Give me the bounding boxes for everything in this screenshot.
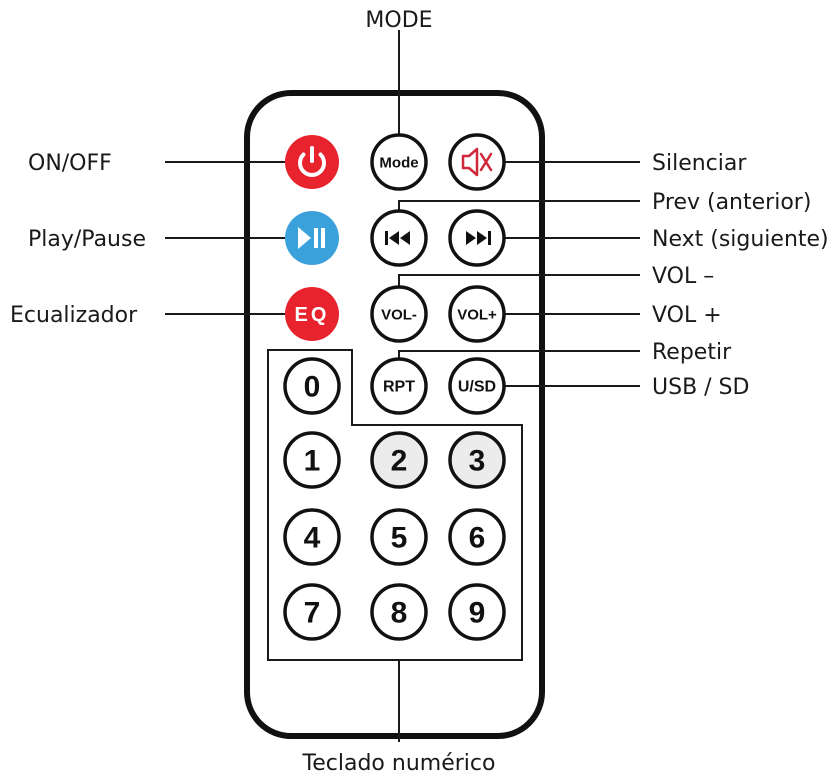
usb-sd-button[interactable]: U/SD <box>448 357 506 415</box>
key-9-label: 9 <box>469 597 486 630</box>
key-5[interactable]: 5 <box>370 508 428 566</box>
key-3[interactable]: 3 <box>448 431 506 489</box>
label-prev: Prev (anterior) <box>652 190 811 215</box>
vol-minus-button-label: VOL- <box>381 307 417 324</box>
key-2[interactable]: 2 <box>370 431 428 489</box>
play-pause-button[interactable] <box>285 211 339 265</box>
eq-button[interactable]: EQ <box>285 287 339 341</box>
key-2-label: 2 <box>391 445 408 478</box>
key-4-label: 4 <box>304 522 321 555</box>
key-3-label: 3 <box>469 445 486 478</box>
label-mode: MODE <box>365 8 432 33</box>
key-6-label: 6 <box>469 522 486 555</box>
next-track-button[interactable] <box>448 209 506 267</box>
repeat-button[interactable]: RPT <box>370 357 428 415</box>
prev-track-icon <box>385 231 410 245</box>
play-pause-icon <box>298 227 325 249</box>
key-6[interactable]: 6 <box>448 508 506 566</box>
prev-track-button[interactable] <box>370 209 428 267</box>
key-7[interactable]: 7 <box>283 583 341 641</box>
mute-button[interactable] <box>448 133 506 191</box>
key-5-label: 5 <box>391 522 408 555</box>
power-button[interactable] <box>285 135 339 189</box>
mute-icon <box>461 147 493 177</box>
repeat-button-label: RPT <box>383 379 415 396</box>
vol-plus-button-label: VOL+ <box>457 307 497 324</box>
label-ecualizador: Ecualizador <box>10 303 138 328</box>
key-7-label: 7 <box>304 597 321 630</box>
keypad-outline <box>267 349 523 661</box>
vol-minus-button[interactable]: VOL- <box>370 285 428 343</box>
next-track-icon <box>466 231 491 245</box>
power-icon <box>298 146 326 177</box>
label-next: Next (siguiente) <box>652 227 829 252</box>
label-usb-sd: USB / SD <box>652 375 749 400</box>
key-0-label: 0 <box>304 371 321 404</box>
key-8-label: 8 <box>391 597 408 630</box>
eq-button-label: EQ <box>295 304 330 326</box>
label-silenciar: Silenciar <box>652 151 747 176</box>
usb-sd-button-label: U/SD <box>458 379 496 396</box>
key-8[interactable]: 8 <box>370 583 428 641</box>
key-0[interactable]: 0 <box>283 357 341 415</box>
label-vol-plus: VOL + <box>652 303 722 328</box>
leader-vol-minus <box>398 274 640 290</box>
vol-plus-button[interactable]: VOL+ <box>448 285 506 343</box>
key-9[interactable]: 9 <box>448 583 506 641</box>
mode-button[interactable]: Mode <box>370 133 428 191</box>
mode-button-label: Mode <box>379 155 418 172</box>
label-vol-minus: VOL – <box>652 264 714 289</box>
key-1-label: 1 <box>304 445 321 478</box>
key-4[interactable]: 4 <box>283 508 341 566</box>
label-play-pause: Play/Pause <box>28 227 146 252</box>
label-repetir: Repetir <box>652 340 732 365</box>
key-1[interactable]: 1 <box>283 431 341 489</box>
label-on-off: ON/OFF <box>28 151 112 176</box>
label-teclado: Teclado numérico <box>302 751 496 776</box>
